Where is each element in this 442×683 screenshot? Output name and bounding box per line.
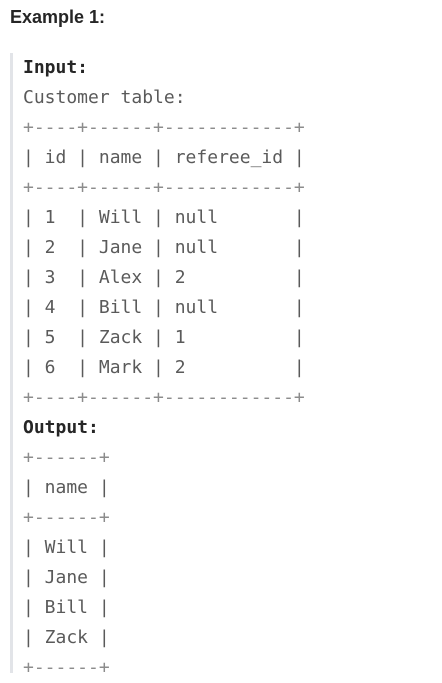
table-border-bottom: +----+------+------------+ — [23, 387, 305, 408]
table-row: | Will | — [23, 537, 110, 558]
table-border-bottom: +------+ — [23, 657, 110, 678]
input-label: Input: — [23, 57, 89, 78]
table-row: | Bill | — [23, 597, 110, 618]
table-row: | 4 | Bill | null | — [23, 297, 305, 318]
table-border-mid: +----+------+------------+ — [23, 177, 305, 198]
table-border-top: +------+ — [23, 447, 110, 468]
table-border-mid: +------+ — [23, 507, 110, 528]
input-table: +----+------+------------+ | id | name |… — [23, 113, 305, 413]
table-row: | Jane | — [23, 567, 110, 588]
output-label: Output: — [23, 417, 99, 438]
example-content: Input: Customer table: +----+------+----… — [23, 53, 305, 683]
example-block — [10, 53, 442, 673]
table-header-row: | id | name | referee_id | — [23, 147, 305, 168]
table-row: | Zack | — [23, 627, 110, 648]
table-row: | 6 | Mark | 2 | — [23, 357, 305, 378]
table-row: | 5 | Zack | 1 | — [23, 327, 305, 348]
table-row: | 3 | Alex | 2 | — [23, 267, 305, 288]
example-heading: Example 1: — [10, 7, 106, 27]
table-border-top: +----+------+------------+ — [23, 117, 305, 138]
output-table: +------+ | name | +------+ | Will | | Ja… — [23, 443, 305, 683]
table-row: | 1 | Will | null | — [23, 207, 305, 228]
table-header-row: | name | — [23, 477, 110, 498]
table-row: | 2 | Jane | null | — [23, 237, 305, 258]
table-caption: Customer table: — [23, 87, 186, 108]
